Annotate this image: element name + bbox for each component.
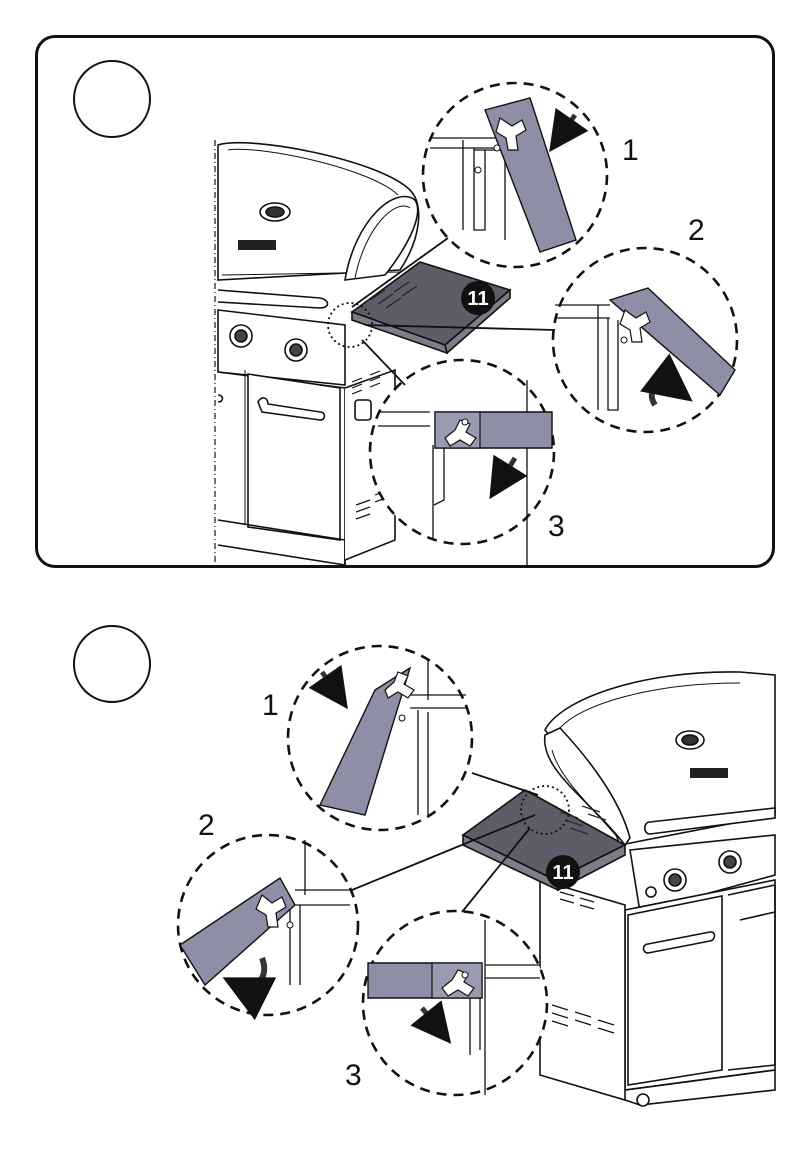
step-number-circle-bottom xyxy=(73,625,151,703)
detail-circle-3-top xyxy=(370,360,554,565)
callout-1-top: 1 xyxy=(622,134,639,167)
callout-2-bottom: 2 xyxy=(198,809,215,842)
detail-circle-1-top xyxy=(423,83,607,267)
callout-2-top: 2 xyxy=(688,214,705,247)
callout-3-top: 3 xyxy=(548,510,565,543)
detail-circle-2-top xyxy=(553,248,737,432)
part-badge-label-top: 11 xyxy=(467,288,488,310)
callout-3-bottom: 3 xyxy=(345,1059,362,1092)
detail-circle-2-bottom xyxy=(178,835,358,1015)
detail-circle-1-bottom xyxy=(288,646,472,830)
part-badge-label-bottom: 11 xyxy=(552,862,573,884)
callout-1-bottom: 1 xyxy=(262,689,279,722)
detail-circle-3-bottom xyxy=(363,911,547,1095)
